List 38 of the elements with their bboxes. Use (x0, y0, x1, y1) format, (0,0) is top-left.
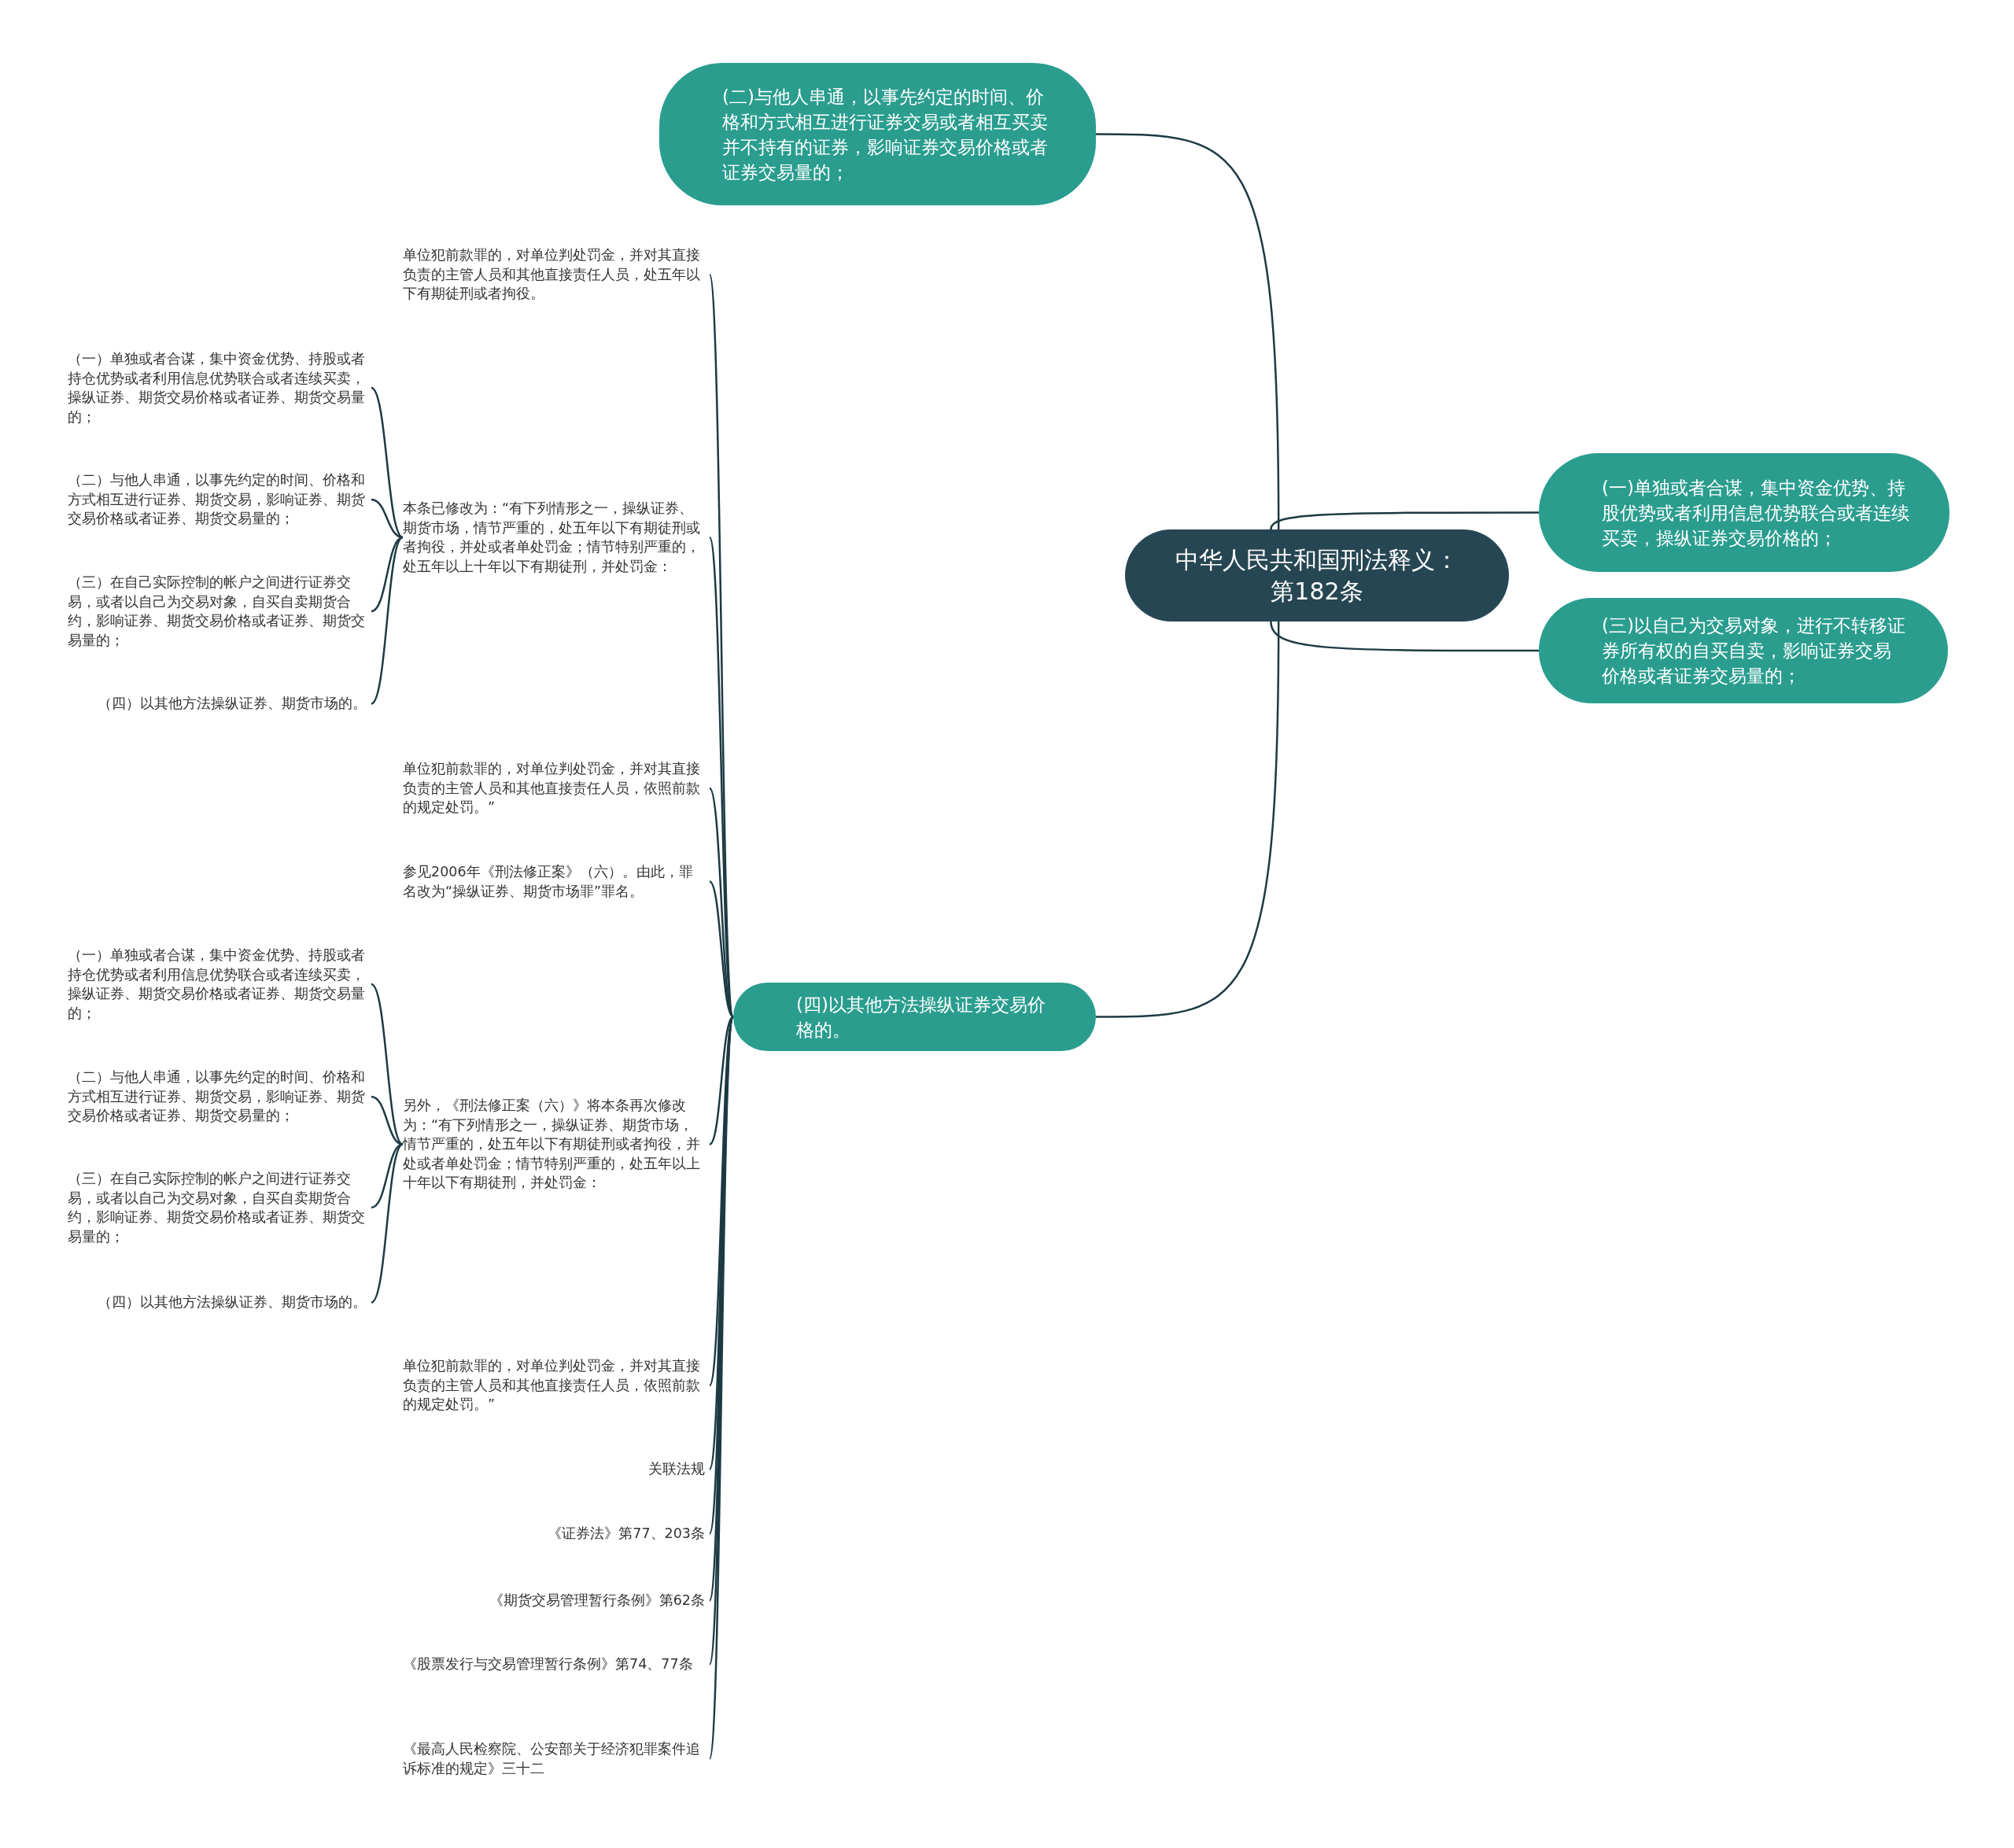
connector-line (371, 387, 404, 538)
topic-text: （四）以其他方法操纵证券、期货市场的。 (68, 694, 367, 714)
connector-line (371, 537, 404, 705)
connector-line (371, 498, 404, 539)
topic-text: （四）以其他方法操纵证券、期货市场的。 (68, 1293, 367, 1312)
topic-text: （二）与他人串通，以事先约定的时间、价格和方式相互进行证券、期货交易，影响证券、期货交易价格或者证券、期货交易量的； (68, 470, 367, 529)
topic-text: 《期货交易管理暂行条例》第62条 (403, 1591, 705, 1610)
topic-pill: (一)单独或者合谋，集中资金优势、持股优势或者利用信息优势联合或者连续买卖，操纵证券交易价格的； (1539, 453, 1949, 572)
connector-line (1270, 511, 1539, 530)
topic-text: （一）单独或者合谋，集中资金优势、持股或者持仓优势或者利用信息优势联合或者连续买卖，操纵证券、期货交易价格或者证券、期货交易量的； (68, 946, 367, 1023)
topic-text: 另外，《刑法修正案（六）》将本条再次修改为：“有下列情形之一，操纵证券、期货市场，情节严重的，处五年以下有期徒刑或者拘役，并处或者单处罚金；情节特别严重的，处五年以上十年以下有期徒刑，并处罚金： (403, 1096, 705, 1193)
topic-text: （三）在自己实际控制的帐户之间进行证券交易，或者以自己为交易对象，自买自卖期货合约，影响证券、期货交易价格或者证券、期货交易量的； (68, 1169, 367, 1246)
topic-text: （一）单独或者合谋，集中资金优势、持股或者持仓优势或者利用信息优势联合或者连续买卖，操纵证券、期货交易价格或者证券、期货交易量的； (68, 349, 367, 426)
topic-text: 单位犯前款罪的，对单位判处罚金，并对其直接负责的主管人员和其他直接责任人员，依照前款的规定处罚。” (403, 1356, 705, 1415)
topic-text: 《证券法》第77、203条 (403, 1524, 705, 1544)
connector-line (1096, 133, 1280, 529)
connector-line (709, 880, 734, 1018)
topic-text: 参见2006年《刑法修正案》（六）。由此，罪名改为“操纵证券、期货市场罪”罪名。 (403, 862, 705, 901)
connector-line (371, 1143, 404, 1209)
topic-text: 本条已修改为：“有下列情形之一，操纵证券、期货市场，情节严重的，处五年以下有期徒刑或者拘役，并处或者单处罚金；情节特别严重的，处五年以上十年以下有期徒刑，并处罚金： (403, 499, 705, 576)
topic-text: 单位犯前款罪的，对单位判处罚金，并对其直接负责的主管人员和其他直接责任人员，依照前款的规定处罚。” (403, 759, 705, 817)
connector-line (709, 1016, 734, 1145)
topic-text: 单位犯前款罪的，对单位判处罚金，并对其直接负责的主管人员和其他直接责任人员，处五年以下有期徒刑或者拘役。 (403, 245, 705, 304)
topic-pill: (三)以自己为交易对象，进行不转移证券所有权的自买自卖，影响证券交易价格或者证券交易量的； (1539, 598, 1948, 703)
topic-text: （三）在自己实际控制的帐户之间进行证券交易，或者以自己为交易对象，自买自卖期货合约，影响证券、期货交易价格或者证券、期货交易量的； (68, 573, 367, 650)
connector-line (371, 1143, 404, 1304)
topic-text: 关联法规 (403, 1459, 705, 1479)
topic-pill: (二)与他人串通，以事先约定的时间、价格和方式相互进行证券交易或者相互买卖并不持有的证券，影响证券交易价格或者证券交易量的； (659, 63, 1096, 205)
connector-line (371, 536, 404, 613)
connector-line (371, 1095, 404, 1145)
connector-line (1270, 621, 1539, 652)
topic-text: （二）与他人串通，以事先约定的时间、价格和方式相互进行证券、期货交易，影响证券、期货交易价格或者证券、期货交易量的； (68, 1068, 367, 1126)
connector-line (1096, 622, 1280, 1018)
topic-text: 《股票发行与交易管理暂行条例》第74、77条 (403, 1654, 705, 1674)
connector-line (371, 983, 404, 1145)
topic-text: 《最高人民检察院、公安部关于经济犯罪案件追诉标准的规定》三十二 (403, 1739, 705, 1778)
central-topic: 中华人民共和国刑法释义：第182条 (1125, 529, 1509, 622)
topic-pill: (四)以其他方法操纵证券交易价格的。 (733, 983, 1096, 1051)
